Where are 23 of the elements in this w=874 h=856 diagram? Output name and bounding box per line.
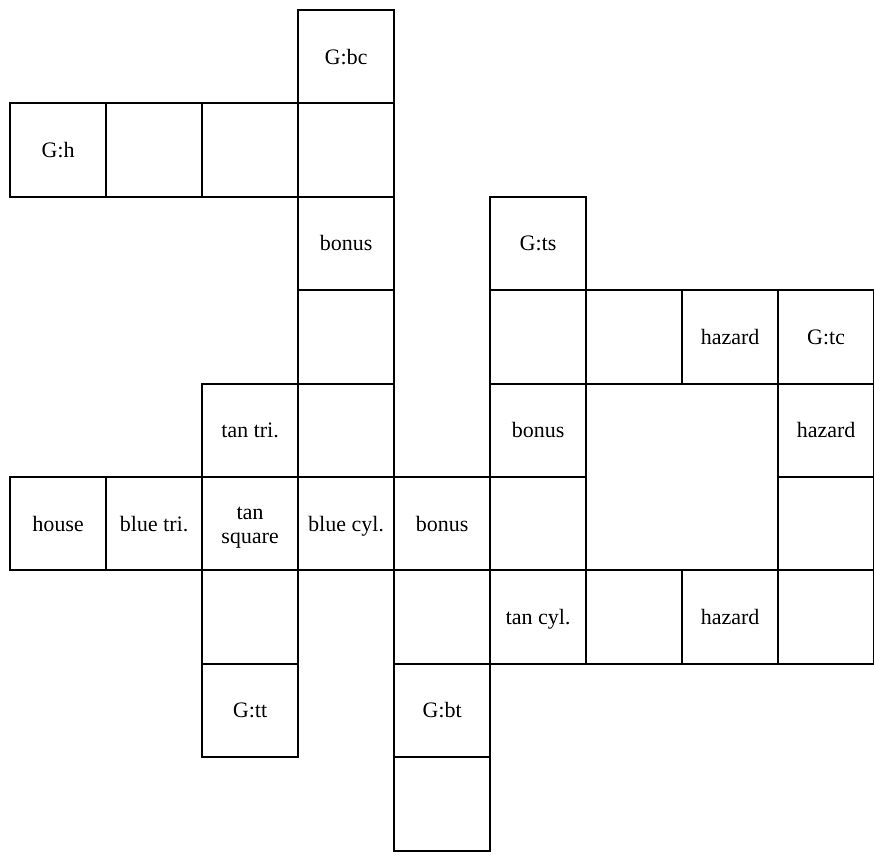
- board-square: [585, 289, 683, 385]
- board-square: tan tri.: [201, 382, 299, 478]
- board-square: [105, 102, 203, 198]
- board-square: [777, 476, 874, 572]
- board-square: G:ts: [489, 196, 587, 292]
- board-square: bonus: [297, 196, 395, 292]
- board-square: hazard: [681, 569, 779, 665]
- board-square: [777, 569, 874, 665]
- board-square: blue tri.: [105, 476, 203, 572]
- board-square: [393, 756, 491, 852]
- board-square: [201, 569, 299, 665]
- board-square: G:bt: [393, 662, 491, 758]
- board-square: G:tc: [777, 289, 874, 385]
- board-square: hazard: [777, 382, 874, 478]
- board-square: G:h: [9, 102, 107, 198]
- board-square: G:bc: [297, 9, 395, 104]
- board-square: G:tt: [201, 662, 299, 758]
- board-square: [297, 289, 395, 385]
- board-square: [201, 102, 299, 198]
- board-square: [585, 569, 683, 665]
- board-square: hazard: [681, 289, 779, 385]
- board-square: bonus: [489, 382, 587, 478]
- board-square: house: [9, 476, 107, 572]
